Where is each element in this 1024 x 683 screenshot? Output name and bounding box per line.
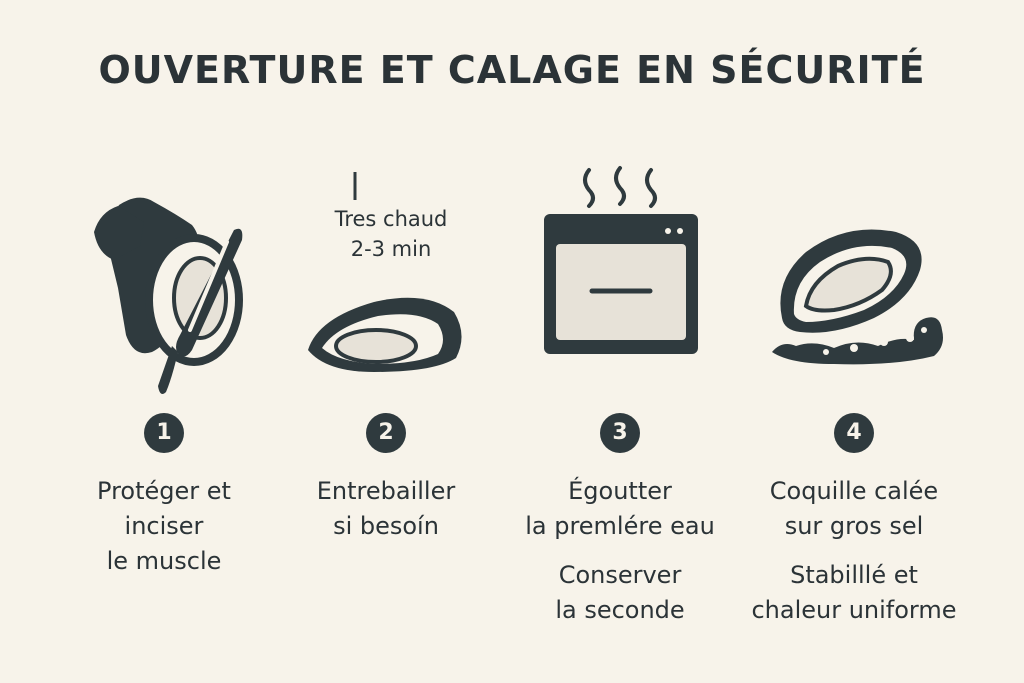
gloved-hand-knife-oyster-icon bbox=[94, 197, 243, 394]
step-number-badge: 3 bbox=[600, 413, 640, 453]
steaming-oven-icon bbox=[544, 166, 698, 354]
page-title: OUVERTURE ET CALAGE EN SÉCURITÉ bbox=[98, 48, 926, 92]
oyster-shell-icon bbox=[308, 172, 462, 372]
step-description: Coquille calée sur gros sel bbox=[769, 477, 939, 540]
step-2: Tres chaud 2-3 min 2 Entrebailler si bes… bbox=[266, 0, 506, 683]
step-description: Entrebailler si besoín bbox=[316, 477, 456, 540]
step-description-secondary: Stabilllé et chaleur uniforme bbox=[751, 561, 957, 624]
step-1: 1 Protéger et inciser le muscle bbox=[44, 0, 284, 683]
step-description: Protéger et inciser le muscle bbox=[97, 477, 231, 575]
step-3: 3 Égoutter la premlére eau Conserver la … bbox=[500, 0, 740, 683]
step-number-badge: 1 bbox=[144, 413, 184, 453]
step-description-secondary: Conserver la seconde bbox=[555, 561, 685, 624]
oyster-on-salt-icon bbox=[772, 229, 943, 365]
step-number-badge: 2 bbox=[366, 413, 406, 453]
step-4: 4 Coquille calée sur gros sel Stabilllé … bbox=[734, 0, 974, 683]
heat-note: Tres chaud 2-3 min bbox=[334, 207, 448, 261]
step-number-badge: 4 bbox=[834, 413, 874, 453]
step-description: Égoutter la premlére eau bbox=[525, 477, 715, 540]
